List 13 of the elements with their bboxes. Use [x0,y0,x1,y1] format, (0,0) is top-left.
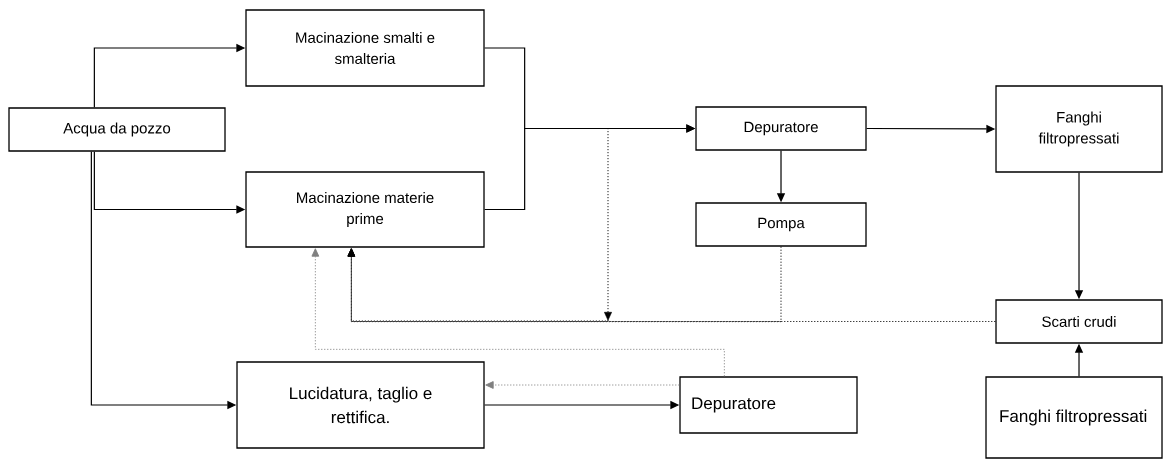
process-box: Depuratore [695,106,867,151]
process-box: Lucidatura, taglio e rettifica. [236,361,485,449]
process-box: Macinazione smalti e smalteria [245,9,485,87]
process-box: Scarti crudi [995,299,1163,344]
process-box: Macinazione materie prime [245,171,485,248]
process-box: Pompa [695,202,867,247]
process-box: Acqua da pozzo [8,107,226,152]
arrow [311,248,725,377]
process-box: Fanghi filtropressati [985,376,1163,459]
arrow [347,248,996,322]
process-box: Depuratore [679,376,858,434]
arrow [485,381,680,389]
process-box: Fanghi filtropressati [995,85,1163,173]
